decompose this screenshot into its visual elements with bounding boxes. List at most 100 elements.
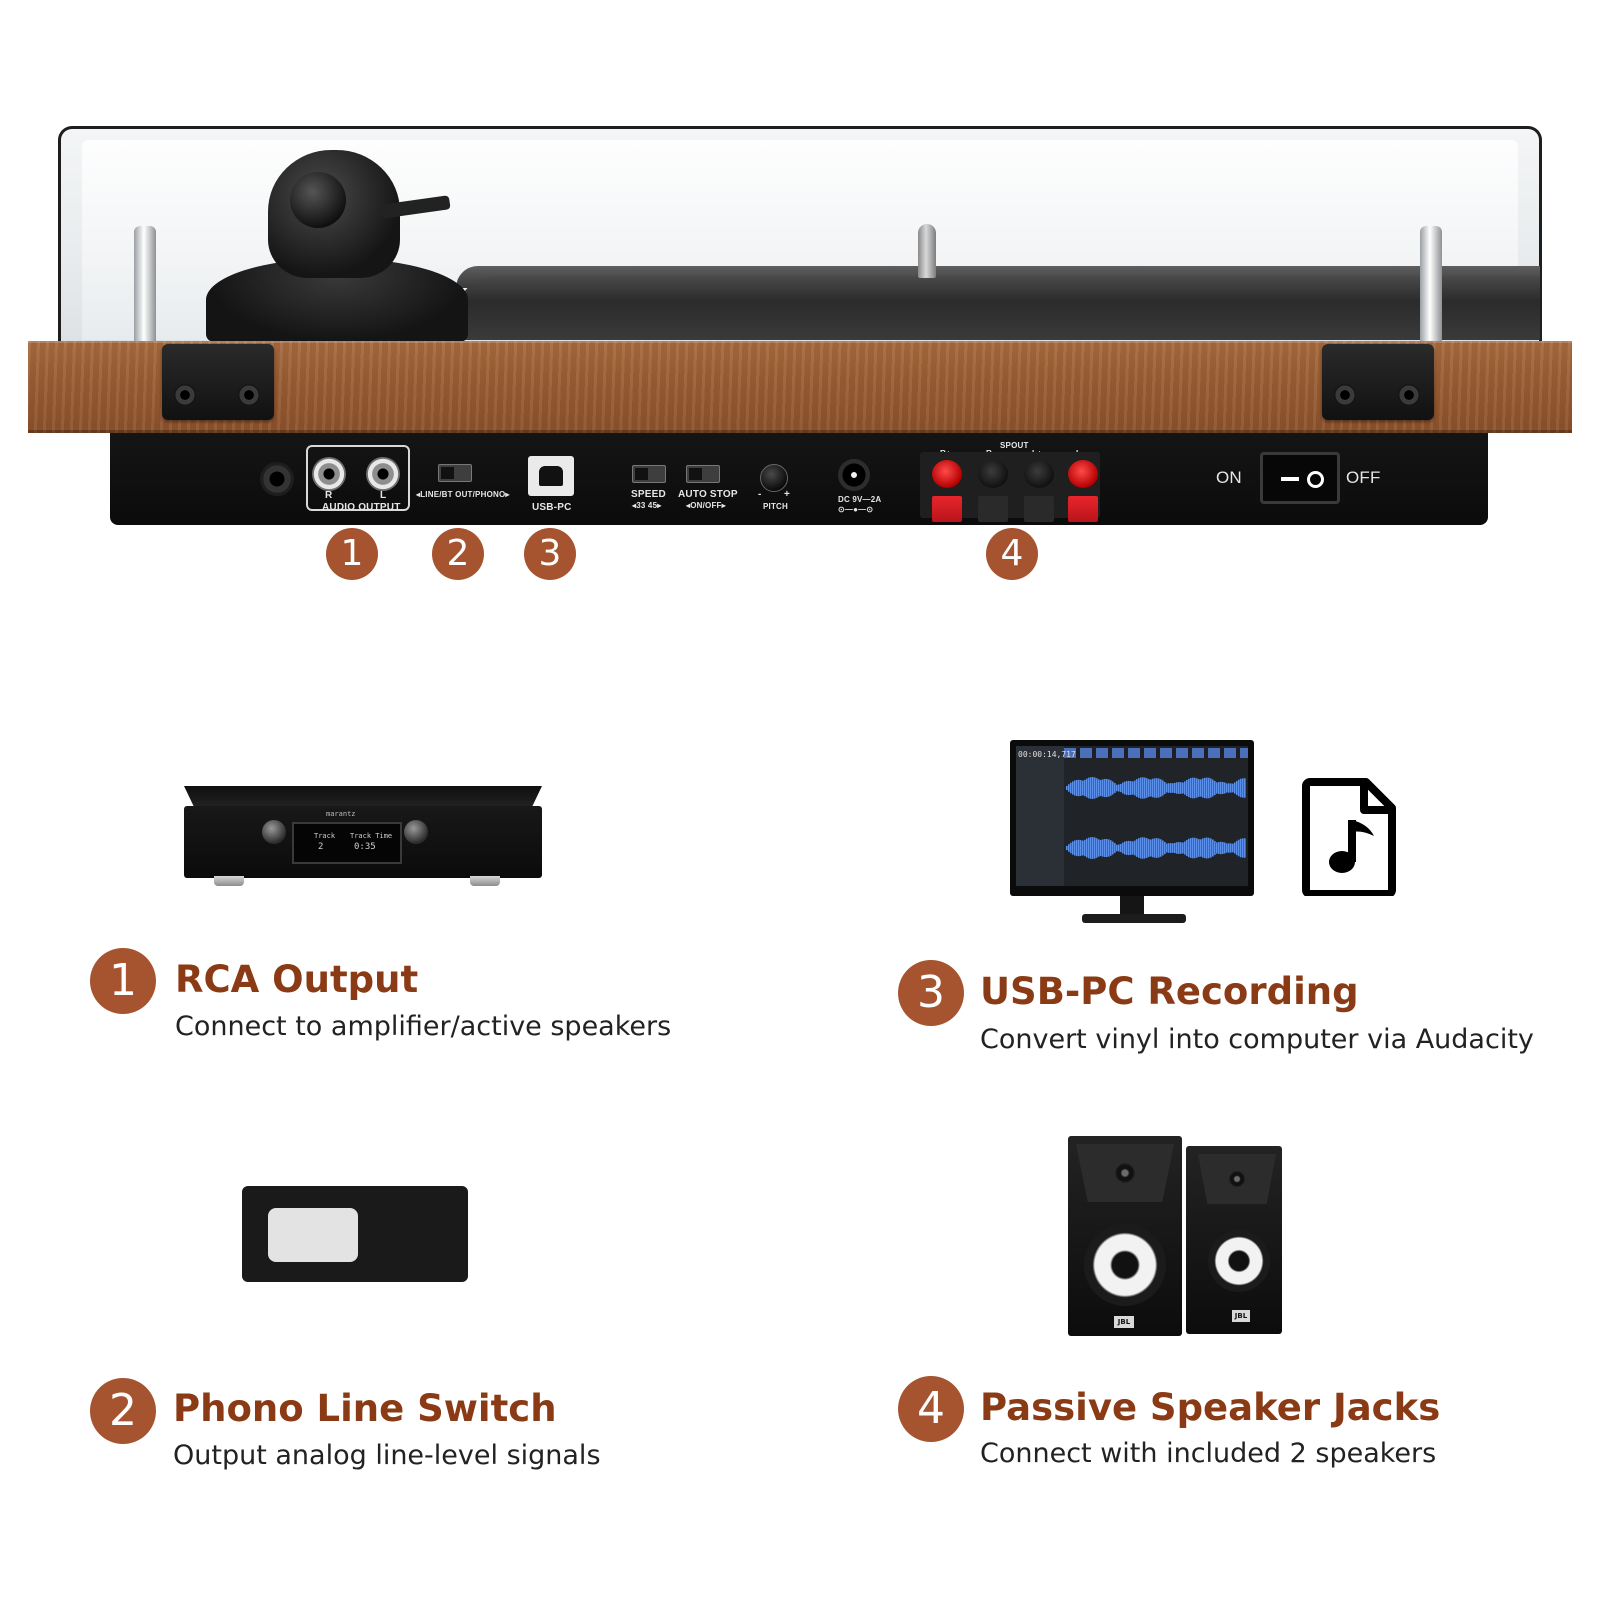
- auto-stop-switch[interactable]: [686, 465, 720, 483]
- waveform-bar: [1226, 843, 1228, 853]
- waveform-bar: [1074, 780, 1076, 796]
- waveform-bar: [1116, 844, 1118, 852]
- amplifier-knob-left: [262, 820, 286, 844]
- ground-jack[interactable]: [260, 462, 294, 496]
- speaker-post-r-plus[interactable]: [932, 460, 962, 488]
- waveform-bar: [1176, 842, 1178, 854]
- waveform-bar: [1222, 841, 1224, 855]
- feature-3-badge: 3: [898, 960, 964, 1026]
- amplifier-display: Track Track Time 2 0:35: [292, 822, 402, 864]
- waveform-bar: [1116, 784, 1118, 792]
- waveform-bar: [1092, 837, 1094, 859]
- waveform-bar: [1186, 779, 1188, 797]
- feature-2-desc: Output analog line-level signals: [173, 1440, 601, 1471]
- waveform-bar: [1234, 782, 1236, 794]
- speed-switch[interactable]: [632, 465, 666, 483]
- waveform: [1066, 777, 1246, 859]
- waveform-bar: [1206, 777, 1208, 799]
- pitch-label: PITCH: [763, 502, 788, 511]
- waveform-bar: [1128, 840, 1130, 856]
- speaker-post-l-minus[interactable]: [1068, 460, 1098, 488]
- waveform-bar: [1202, 838, 1204, 858]
- waveform-bar: [1148, 839, 1150, 857]
- spindle: [918, 224, 936, 278]
- waveform-bar: [1208, 837, 1210, 859]
- waveform-bar: [1214, 840, 1216, 856]
- waveform-bar: [1178, 842, 1180, 854]
- waveform-bar: [1066, 846, 1068, 850]
- waveform-bar: [1130, 781, 1132, 795]
- waveform-bar: [1148, 779, 1150, 797]
- waveform-bar: [1226, 783, 1228, 793]
- waveform-bar: [1104, 838, 1106, 858]
- power-rocker-switch[interactable]: [1260, 452, 1340, 504]
- dc-power-jack[interactable]: [838, 459, 870, 491]
- waveform-bar: [1154, 838, 1156, 858]
- waveform-bar: [1186, 839, 1188, 857]
- waveform-bar: [1082, 780, 1084, 796]
- speaker-clip-l-minus[interactable]: [1068, 496, 1098, 522]
- waveform-bar: [1082, 840, 1084, 856]
- waveform-bar: [1086, 778, 1088, 798]
- waveform-bar: [1182, 782, 1184, 794]
- hinge-plate-left: [162, 344, 274, 420]
- dc-label: DC 9V—2A: [838, 495, 882, 504]
- waveform-bar: [1160, 779, 1162, 797]
- waveform-bar: [1074, 840, 1076, 856]
- waveform-bar: [1114, 843, 1116, 853]
- speaker-clip-r-minus[interactable]: [978, 496, 1008, 522]
- waveform-bar: [1176, 782, 1178, 794]
- waveform-bar: [1134, 780, 1136, 796]
- waveform-bar: [1182, 842, 1184, 854]
- waveform-bar: [1136, 779, 1138, 797]
- waveform-bar: [1068, 844, 1070, 852]
- speaker-clip-r-plus[interactable]: [932, 496, 962, 522]
- woofer-left: [1084, 1224, 1166, 1306]
- feature-3-title: USB-PC Recording: [980, 970, 1359, 1013]
- waveform-bar: [1170, 783, 1172, 793]
- feature-4-title: Passive Speaker Jacks: [980, 1386, 1441, 1429]
- waveform-bar: [1162, 780, 1164, 796]
- waveform-bar: [1112, 841, 1114, 855]
- waveform-bar: [1160, 839, 1162, 857]
- speed-values: ◂33 45▸: [632, 501, 662, 510]
- screw-icon: [1334, 384, 1356, 406]
- pitch-knob[interactable]: [760, 464, 788, 492]
- waveform-bar: [1072, 781, 1074, 795]
- waveform-bar: [1194, 837, 1196, 859]
- waveform-bar: [1106, 838, 1108, 858]
- waveform-bar: [1164, 841, 1166, 855]
- turntable-rear-view: R L AUDIO OUTPUT ◂LINE/BT OUT/PHONO▸ USB…: [0, 0, 1600, 600]
- waveform-bar: [1180, 782, 1182, 794]
- waveform-bar: [1166, 843, 1168, 853]
- waveform-bar: [1234, 842, 1236, 854]
- waveform-bar: [1140, 837, 1142, 859]
- screw-icon: [238, 384, 260, 406]
- waveform-bar: [1170, 843, 1172, 853]
- waveform-bar: [1066, 786, 1068, 790]
- waveform-bar: [1168, 783, 1170, 793]
- waveform-bar: [1238, 839, 1240, 857]
- waveform-bar: [1102, 779, 1104, 797]
- waveform-bar: [1092, 777, 1094, 799]
- waveform-bar: [1202, 778, 1204, 798]
- waveform-bar: [1188, 778, 1190, 798]
- line-phono-label: ◂LINE/BT OUT/PHONO▸: [416, 490, 510, 499]
- audio-output-outline: [306, 445, 410, 511]
- feature-2-badge: 2: [90, 1378, 156, 1444]
- waveform-bar: [1144, 777, 1146, 799]
- usb-b-port[interactable]: [528, 456, 574, 496]
- speaker-post-l-plus[interactable]: [1024, 460, 1054, 488]
- screw-icon: [174, 384, 196, 406]
- waveform-bar: [1200, 839, 1202, 857]
- waveform-bar: [1100, 779, 1102, 797]
- line-phono-switch[interactable]: [438, 464, 472, 482]
- waveform-bar: [1192, 837, 1194, 859]
- speaker-clip-l-plus[interactable]: [1024, 496, 1054, 522]
- rca-jack-l[interactable]: [366, 457, 400, 491]
- platter: [456, 276, 1540, 340]
- rca-jack-r[interactable]: [312, 457, 346, 491]
- waveform-bar: [1146, 838, 1148, 858]
- speaker-post-r-minus[interactable]: [978, 460, 1008, 488]
- waveform-bar: [1138, 778, 1140, 798]
